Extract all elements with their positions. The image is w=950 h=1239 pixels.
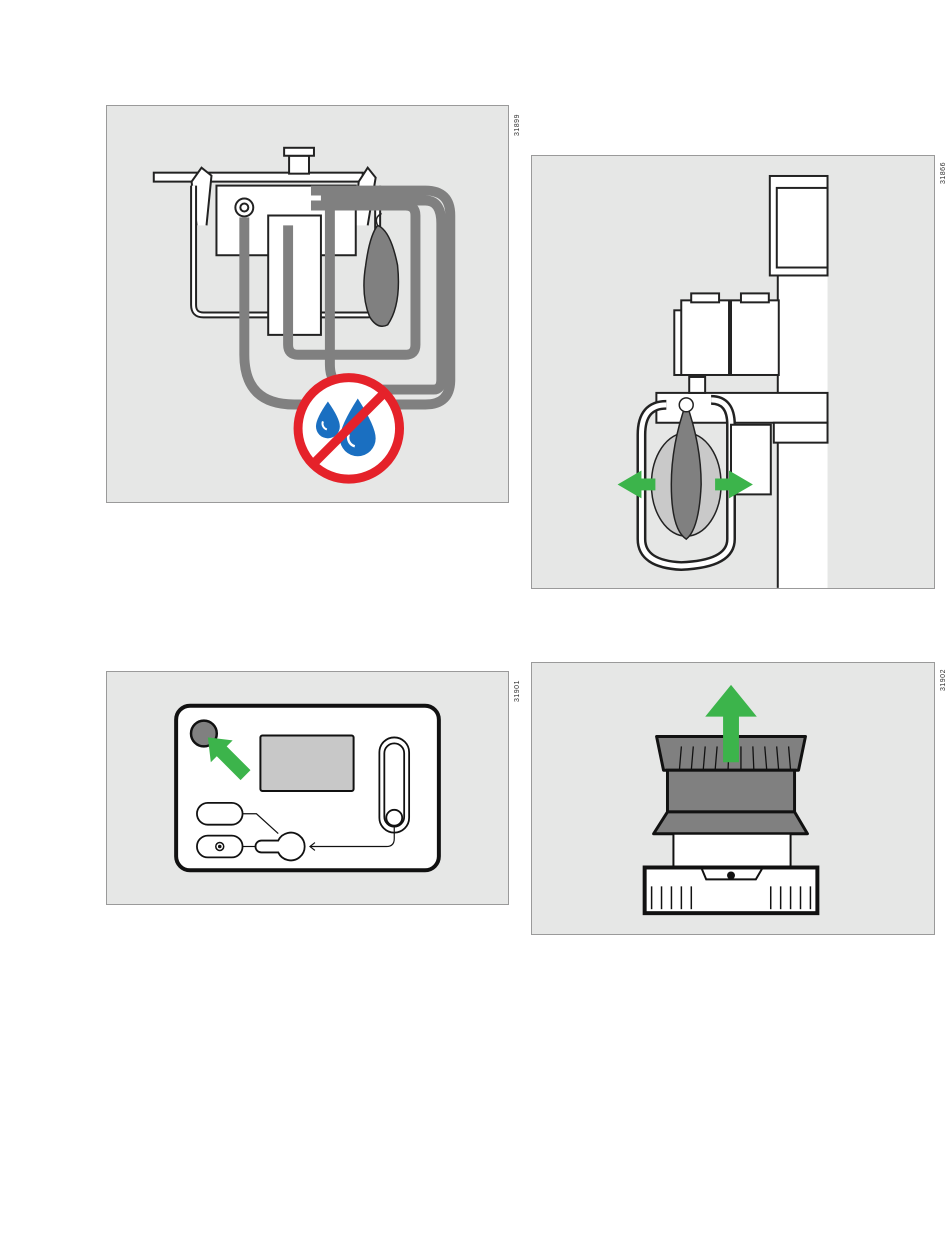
figure-breathing-circuit: 31899 <box>106 105 509 503</box>
figure-control-panel: 31901 <box>106 671 509 905</box>
bag-mount-illustration <box>532 156 934 588</box>
control-panel-illustration <box>107 672 508 904</box>
breathing-circuit-illustration <box>107 106 508 502</box>
arrow-left-icon <box>618 471 656 499</box>
figure-number: 31901 <box>514 680 521 702</box>
no-liquids-icon <box>298 378 399 479</box>
figure-breathing-bag-mount: 31866 <box>531 155 935 589</box>
figure-number: 31866 <box>940 162 947 184</box>
canister-illustration <box>532 663 934 934</box>
figure-number: 31902 <box>940 669 947 691</box>
display-screen <box>260 735 353 791</box>
figure-number: 31899 <box>514 114 521 136</box>
figure-absorber-canister: 31902 <box>531 662 935 935</box>
breathing-bag <box>364 225 399 326</box>
